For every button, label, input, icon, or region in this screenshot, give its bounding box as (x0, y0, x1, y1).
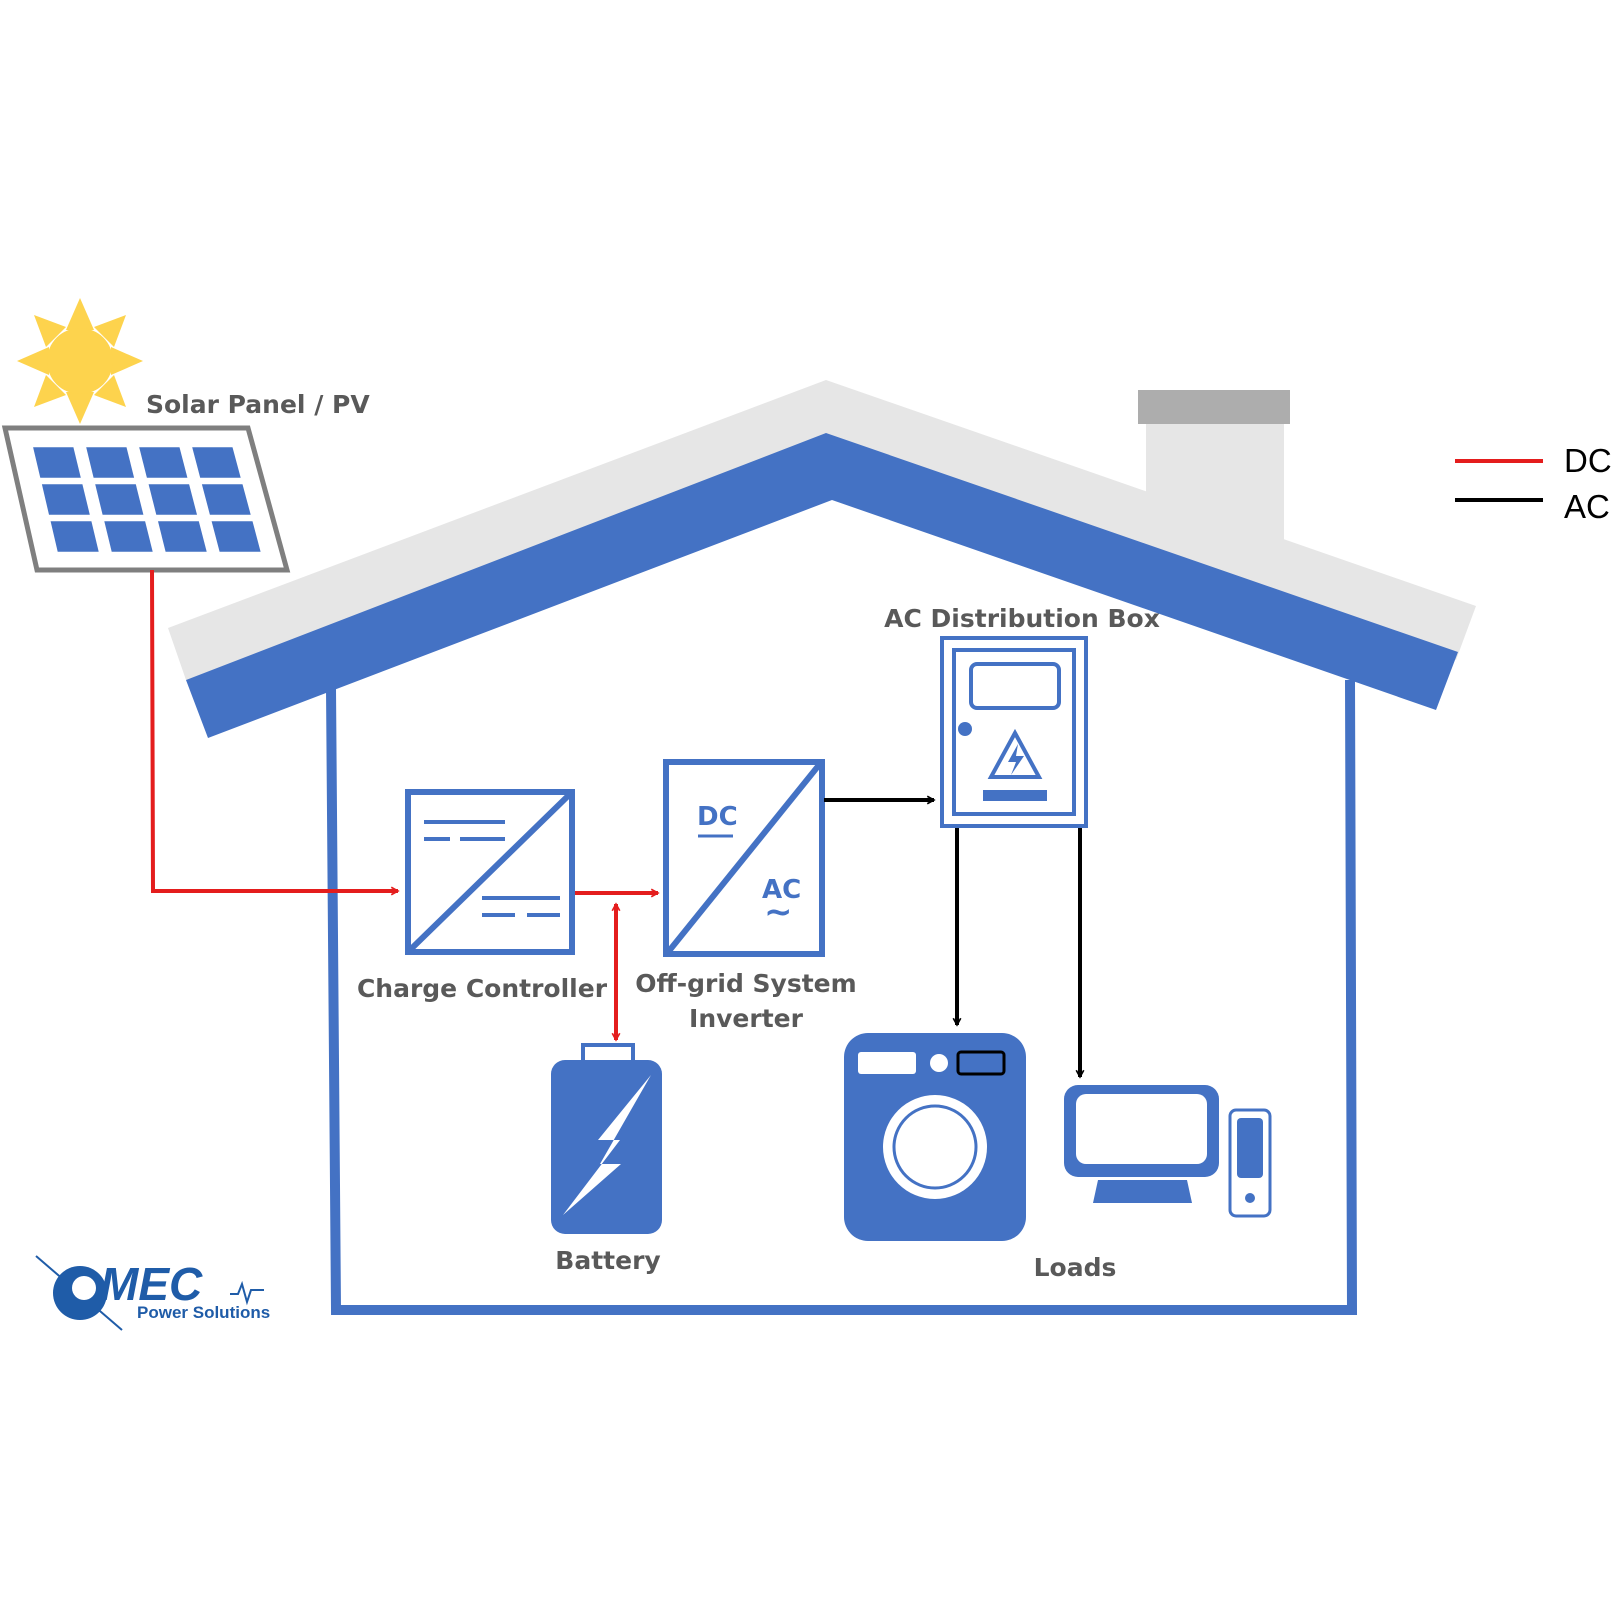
panel-cell (33, 447, 81, 478)
charge-controller-icon (405, 789, 575, 955)
roof-upper (168, 380, 1476, 680)
legend-dc-label: DC (1564, 442, 1612, 479)
panel-cell (148, 484, 197, 515)
inverter-ac-wave: ~ (764, 892, 793, 932)
solar-panel-icon (1, 425, 291, 573)
panel-cell (86, 447, 135, 478)
mec-logo: MEC Power Solutions (35, 1255, 270, 1331)
ac-distribution-box-label: AC Distribution Box (884, 604, 1160, 633)
panel-cell (95, 484, 144, 515)
panel-cell (50, 521, 99, 552)
panel-cell (104, 521, 153, 552)
house (168, 380, 1476, 1315)
loads-label: Loads (1034, 1253, 1117, 1282)
washing-machine-icon (844, 1033, 1026, 1241)
panel-cell (201, 484, 251, 515)
chimney-cap (1138, 390, 1290, 424)
panel-cells (33, 447, 261, 552)
battery-label: Battery (555, 1246, 660, 1275)
roof (186, 433, 1458, 738)
inverter-label-line2: Inverter (689, 1004, 804, 1033)
inverter-label-line1: Off-grid System (635, 969, 856, 998)
legend-ac-label: AC (1564, 488, 1610, 525)
panel-cell (41, 484, 90, 515)
ac-distribution-box-icon (940, 636, 1088, 828)
charge-controller-label: Charge Controller (357, 974, 608, 1003)
computer-icon (1064, 1085, 1272, 1218)
solar-panel-label: Solar Panel / PV (146, 390, 370, 419)
panel-cell (139, 447, 188, 478)
sun-icon (17, 298, 143, 424)
logo-tagline: Power Solutions (137, 1303, 270, 1322)
battery-icon (551, 1043, 662, 1234)
panel-cell (192, 447, 241, 478)
inverter-ac-mark: AC (762, 875, 801, 905)
ac-connections (824, 800, 1080, 1077)
inverter-icon: DC AC ~ (663, 759, 825, 957)
house-walls (326, 679, 1358, 1315)
legend: DC AC (1455, 442, 1612, 525)
panel-cell (211, 521, 261, 552)
pv-to-controller-line (150, 569, 398, 891)
inverter-dc-mark: DC (697, 802, 738, 832)
dc-connections (150, 569, 658, 1040)
logo-name: MEC (100, 1258, 203, 1310)
panel-cell (158, 521, 207, 552)
